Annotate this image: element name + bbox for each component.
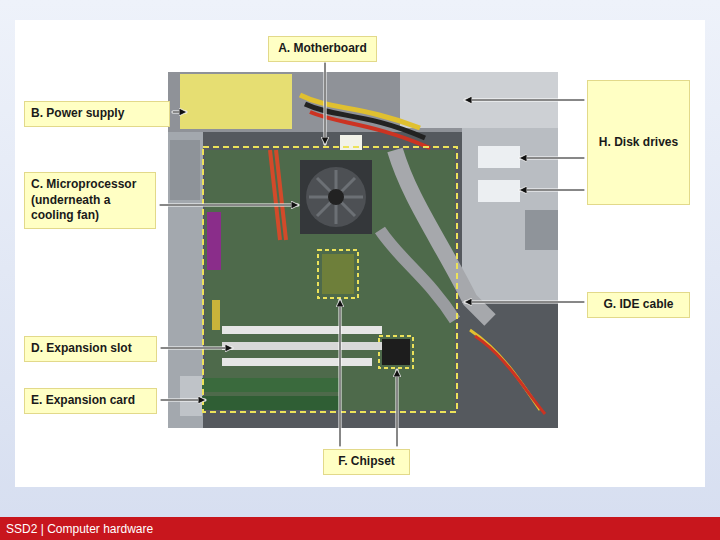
leader-line [160,204,298,207]
fan-hub [328,189,344,205]
callout-box: E. Expansion card [24,388,157,414]
callout-label: G. IDE cable [594,297,683,313]
leader-line [520,157,584,160]
footer-bar: SSD2 | Computer hardware [0,517,720,540]
leader-line [173,111,186,114]
callout-label: D. Expansion slot [31,341,150,357]
expansion-slot [222,342,382,350]
callout-label: B. Power supply [31,106,163,122]
callout-box: G. IDE cable [587,292,690,318]
leader-line [396,370,399,446]
case-interior [168,72,558,428]
case-vent [170,140,200,200]
power-wire [310,112,430,148]
fan-blades [306,167,366,227]
leader-line [520,190,584,191]
drive-bay [462,128,558,303]
leader-line [161,347,232,350]
disk-drive [478,146,520,168]
expansion-card [200,378,340,392]
connector [212,300,220,330]
leader-line [324,63,327,144]
callout-label: H. Disk drives [594,135,683,151]
leader-line [161,348,232,349]
leader-line [340,300,341,446]
power-wire [305,104,425,138]
callout-label: A. Motherboard [275,41,370,57]
case-wall [168,130,203,428]
callout-box: H. Disk drives [587,80,690,205]
disk-drive [478,180,520,202]
chipset-chip [322,254,354,294]
leader-line [465,100,584,101]
footer-text: SSD2 | Computer hardware [6,522,714,536]
expansion-card [200,396,340,410]
leader-line [161,400,205,401]
highlight-box [203,147,457,412]
leader-line [173,112,186,113]
leader-line [465,99,584,102]
fan-blades [309,170,363,224]
leader-line [339,300,342,446]
memory-slot [207,212,221,270]
callout-box: F. Chipset [323,449,410,475]
leader-lines [160,63,584,446]
leader-line [161,399,205,402]
card-bracket [180,376,202,416]
chipset-chip [382,339,410,365]
leader-line [397,370,398,446]
leader-line [465,301,584,304]
power-wire [270,150,286,240]
leader-line [465,302,584,303]
expansion-slot [222,326,382,334]
leader-line [325,63,326,144]
callout-box: A. Motherboard [268,36,377,62]
ribbon-cable [380,230,455,320]
expansion-slot [222,358,372,366]
highlight-box [379,336,413,368]
callout-label: C. Microprocessor (underneath a cooling … [31,177,149,224]
leader-line [520,189,584,192]
callout-box: B. Power supply [24,101,170,127]
callout-label: F. Chipset [330,454,403,470]
callout-box: C. Microprocessor (underneath a cooling … [24,172,156,229]
callout-box: D. Expansion slot [24,336,157,362]
drive-bracket [525,210,558,250]
wire [470,330,540,410]
power-supply-label [180,74,292,129]
wire [475,336,545,414]
highlight-box [318,250,358,298]
callout-label: E. Expansion card [31,393,150,409]
leader-line [160,205,298,206]
cooling-fan [300,160,372,234]
leader-line [520,158,584,159]
